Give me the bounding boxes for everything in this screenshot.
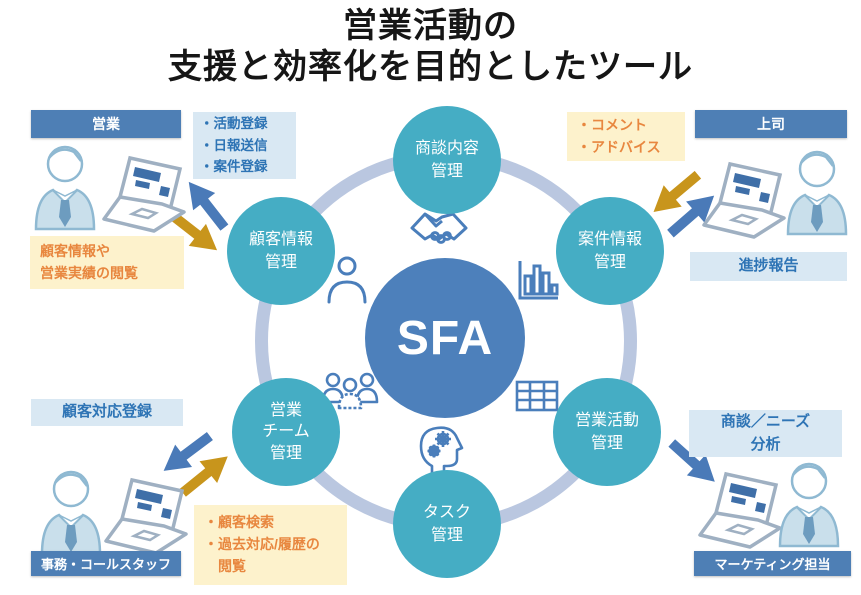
laptop-icon bbox=[702, 161, 786, 239]
manager-comment-box: ・コメント ・アドバイス bbox=[567, 112, 685, 161]
user-avatar-icon bbox=[40, 470, 102, 556]
bar-chart-icon bbox=[518, 261, 559, 300]
persona-header-manager: 上司 bbox=[695, 110, 847, 138]
module-case-info: 案件情報 管理 bbox=[556, 197, 664, 305]
sales-view-box: 顧客情報や 営業実績の閲覧 bbox=[30, 236, 184, 289]
module-task: タスク 管理 bbox=[393, 470, 501, 578]
head-gears-icon bbox=[419, 426, 464, 474]
table-icon bbox=[515, 380, 559, 412]
manager-progress-report-box: 進捗報告 bbox=[690, 252, 847, 281]
user-avatar-icon bbox=[786, 150, 848, 236]
page-title: 営業活動の 支援と効率化を目的としたツール bbox=[0, 6, 861, 89]
module-negotiation-content: 商談内容 管理 bbox=[393, 106, 501, 214]
module-customer-info: 顧客情報 管理 bbox=[227, 197, 335, 305]
user-avatar-icon bbox=[778, 462, 840, 548]
persona-header-sales: 営業 bbox=[31, 110, 181, 138]
title-line-1: 営業活動の bbox=[343, 7, 518, 45]
laptop-icon bbox=[104, 477, 188, 555]
arrow-blue-sales bbox=[188, 181, 229, 231]
laptop-icon bbox=[698, 471, 782, 549]
staff-customer-response-box: 顧客対応登録 bbox=[31, 399, 183, 426]
arrow-gold-staff bbox=[179, 456, 228, 497]
sales-registration-box: ・活動登録 ・日報送信 ・案件登録 bbox=[193, 112, 296, 179]
handshake-icon bbox=[410, 212, 468, 244]
module-sales-activity: 営業活動 管理 bbox=[553, 378, 661, 486]
marketing-analysis-box: 商談／ニーズ 分析 bbox=[689, 410, 842, 457]
title-line-2: 支援と効率化を目的としたツール bbox=[168, 48, 693, 87]
arrow-blue-staff bbox=[163, 431, 213, 471]
persona-header-staff: 事務・コールスタッフ bbox=[31, 551, 181, 576]
laptop-icon bbox=[102, 155, 186, 233]
persona-header-marketing: マーケティング担当 bbox=[694, 551, 851, 576]
arrow-gold-manager bbox=[653, 170, 702, 212]
staff-search-box: ・顧客検索 ・過去対応/履歴の 閲覧 bbox=[194, 505, 347, 585]
arrow-gold-sales bbox=[168, 210, 218, 251]
sfa-center-circle: SFA bbox=[365, 258, 525, 418]
module-sales-team: 営業 チーム 管理 bbox=[232, 378, 340, 486]
user-avatar-icon bbox=[34, 145, 96, 231]
person-icon bbox=[327, 256, 367, 304]
arrow-blue-manager bbox=[667, 195, 715, 238]
arrow-blue-marketing bbox=[668, 439, 715, 482]
